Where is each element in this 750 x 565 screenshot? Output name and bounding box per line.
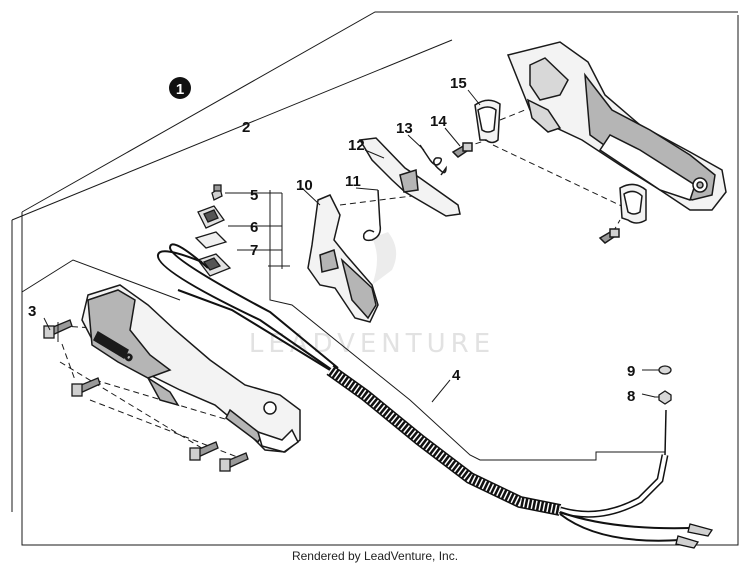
part-label-2: 2 [242,119,250,136]
part-label-6: 6 [250,219,258,236]
torsion-spring-11 [362,189,382,242]
nuts [658,365,672,405]
part-label-12: 12 [348,137,365,154]
lock-lever-12 [358,137,461,217]
throttle-cable-4 [326,365,714,549]
part-label-8: 8 [627,388,635,405]
handle-clamp-rings [474,99,647,224]
assembly-callout-number: 1 [176,81,184,98]
part-label-5: 5 [250,187,258,204]
part-label-7: 7 [250,242,258,259]
upper-handle-housing [506,41,727,211]
switch-wires [156,243,339,373]
grip-screws [43,319,249,472]
part-label-15: 15 [450,75,467,92]
assembly-brackets [11,11,739,546]
throttle-trigger-10 [307,194,379,323]
part-label-14: 14 [430,113,447,130]
spring-13 [419,144,447,176]
handle-screws [451,142,620,244]
outer-frame [21,15,739,546]
part-label-11: 11 [345,173,361,190]
lower-grip-housing: ECHO [81,284,301,453]
part-label-13: 13 [396,120,413,137]
part-label-10: 10 [296,177,313,194]
part-label-4: 4 [452,367,461,384]
footer-credit: Rendered by LeadVenture, Inc. [292,549,458,563]
callout-leaders [43,89,656,403]
part-label-9: 9 [627,363,635,380]
part-labels: 2 3 4 5 6 7 8 9 10 11 12 13 14 15 [28,75,635,405]
assembly-callout: 1 [169,77,191,99]
part-label-3: 3 [28,303,36,320]
switch-parts [194,184,232,277]
